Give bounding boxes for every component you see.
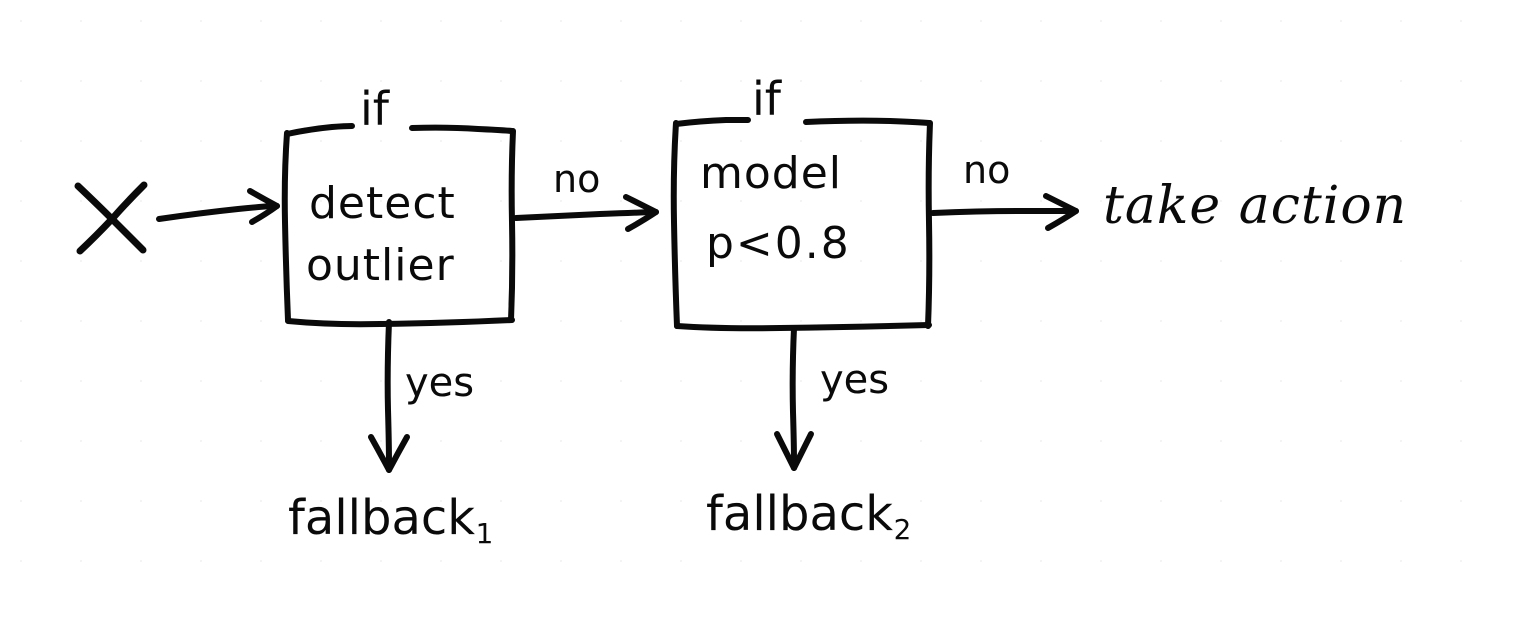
edge-label-detect-no: no	[553, 157, 601, 201]
terminal-take-action: take action	[1103, 176, 1408, 236]
terminal-fallback-1: fallback1	[288, 490, 493, 550]
node-detect-outlier-line2: outlier	[306, 240, 455, 291]
terminal-fallback-2-subscript: 2	[893, 512, 912, 546]
edge-label-detect-yes: yes	[405, 360, 475, 406]
arrow-model-no	[930, 193, 1079, 231]
node-model-confidence-line1: model	[700, 148, 843, 199]
input-x-glyph	[74, 181, 148, 255]
arrow-detect-yes	[368, 319, 410, 473]
node-model-confidence-line2: p<0.8	[706, 218, 851, 269]
terminal-fallback-2: fallback2	[706, 486, 911, 546]
node-detect-outlier-border	[281, 123, 516, 328]
terminal-fallback-1-subscript: 1	[475, 516, 494, 550]
input-label: X	[74, 178, 154, 258]
terminal-fallback-1-label: fallback	[288, 490, 476, 546]
arrow-model-yes	[774, 325, 814, 471]
node-model-confidence-header: if	[752, 72, 781, 126]
arrow-input-to-detect	[156, 188, 280, 225]
edge-label-model-no: no	[963, 148, 1011, 192]
node-detect-outlier-line1: detect	[309, 178, 456, 229]
node-detect-outlier-header: if	[360, 82, 389, 136]
terminal-fallback-2-label: fallback	[706, 486, 894, 542]
node-model-confidence-border	[670, 117, 933, 332]
arrow-detect-no	[513, 194, 659, 232]
edge-label-model-yes: yes	[820, 357, 890, 403]
